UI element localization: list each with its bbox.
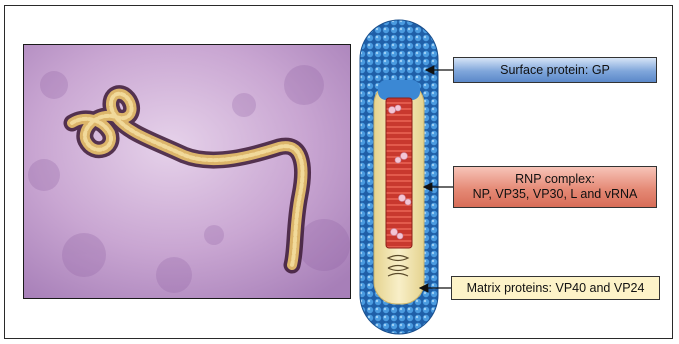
micrograph-image bbox=[24, 45, 350, 298]
surface-protein-text: Surface protein: GP bbox=[500, 63, 610, 77]
matrix-proteins-label: Matrix proteins: VP40 and VP24 bbox=[451, 276, 660, 300]
rnp-complex-label: RNP complex: NP, VP35, VP30, L and vRNA bbox=[453, 166, 657, 208]
matrix-proteins-text: Matrix proteins: VP40 and VP24 bbox=[467, 281, 645, 295]
virion-diagram bbox=[358, 18, 440, 336]
electron-micrograph bbox=[23, 44, 351, 299]
virion-illustration bbox=[358, 18, 440, 336]
rnp-title-text: RNP complex: bbox=[454, 172, 656, 187]
rnp-components-text: NP, VP35, VP30, L and vRNA bbox=[454, 187, 656, 202]
surface-protein-label: Surface protein: GP bbox=[453, 57, 657, 83]
